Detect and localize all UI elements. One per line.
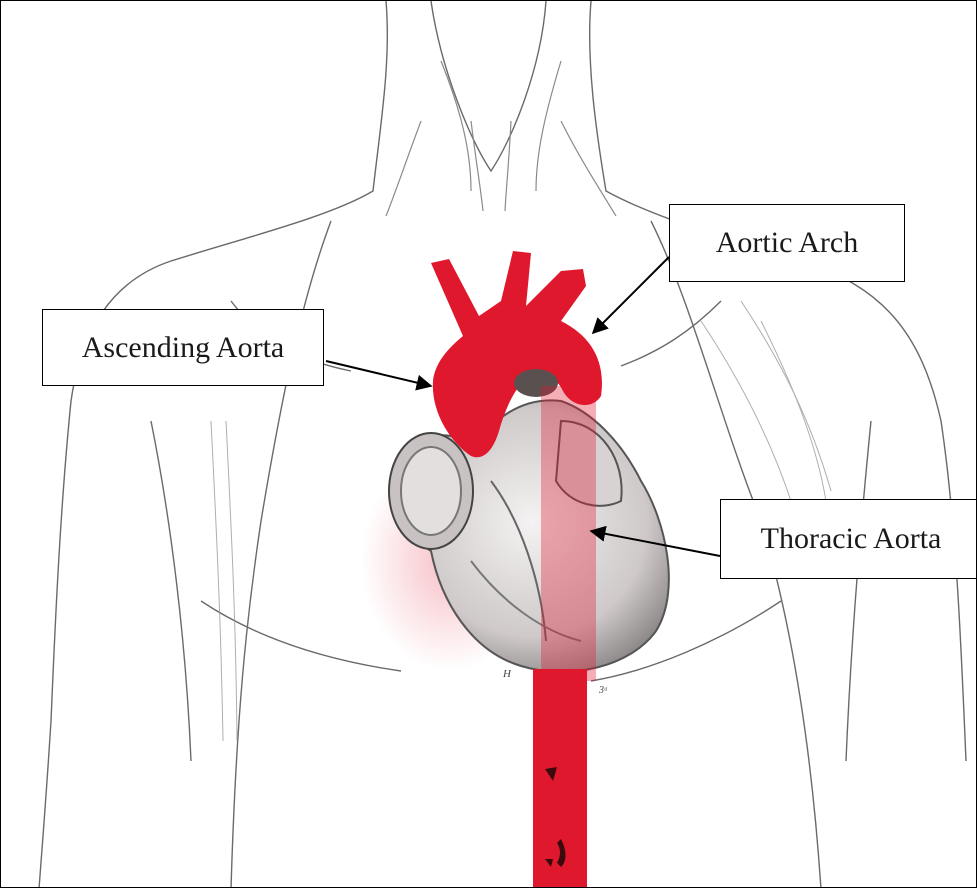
label-aortic-arch-text: Aortic Arch	[716, 226, 858, 260]
label-ascending-aorta-text: Ascending Aorta	[82, 331, 284, 365]
arrow-aortic-arch	[593, 257, 669, 333]
plate-mark-3a: 3ᵃ	[598, 685, 608, 696]
arrow-ascending-aorta	[326, 361, 431, 386]
label-ascending-aorta: Ascending Aorta	[42, 309, 324, 386]
neck-structures	[386, 61, 616, 216]
label-thoracic-aorta: Thoracic Aorta	[720, 499, 977, 579]
label-thoracic-aorta-text: Thoracic Aorta	[761, 522, 942, 556]
label-aortic-arch: Aortic Arch	[669, 204, 905, 282]
plate-mark-h: H	[502, 668, 512, 680]
